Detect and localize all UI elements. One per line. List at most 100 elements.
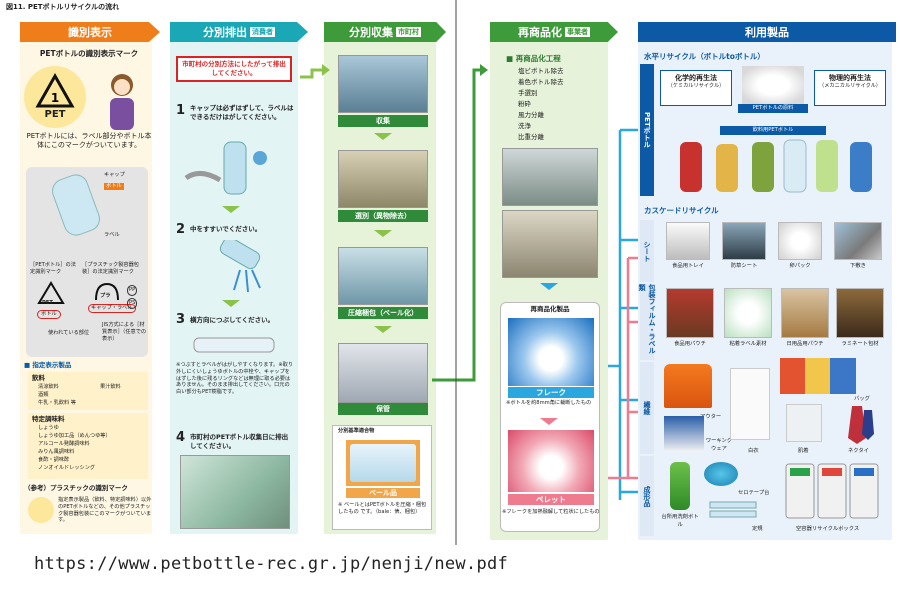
process-3: 粉砕	[518, 100, 531, 108]
crush-illustration	[184, 330, 292, 360]
tape-dispenser-icon	[704, 462, 738, 486]
pet-mark-label: PET	[44, 109, 66, 120]
process-1: 着色ボトル除去	[518, 78, 564, 86]
pellet-label: ペレット	[508, 494, 594, 505]
product-underwear: 肌着	[798, 448, 809, 454]
collect-photo	[338, 55, 428, 113]
step-storage-label: 保管	[338, 403, 428, 415]
cat1-extra: 果汁飲料	[100, 384, 121, 390]
process-0: 塩ビボトル除去	[518, 67, 564, 75]
sort-photo	[338, 150, 428, 208]
bottle-label-label: ラベル	[104, 232, 120, 238]
flow-arrow	[374, 133, 392, 140]
pellet-note: ※フレークを加熱融解して粒状にしたもの	[502, 509, 600, 515]
chem-box: 化学的再生法 （ケミカルリサイクル）	[660, 70, 732, 106]
product-laminate: ラミネート包材	[834, 288, 886, 347]
product-detergent: 台所用洗剤ボトル	[661, 514, 699, 528]
collection-day-photo	[180, 455, 290, 529]
flow-arrow	[540, 283, 558, 290]
source-url: https://www.petbottle-rec.gr.jp/nenji/ne…	[34, 554, 509, 574]
cat1-title: 飲料	[32, 374, 45, 382]
step-compress-label: 圧縮梱包（ベール化）	[338, 307, 428, 319]
process-title: ■ 再商品化工程	[506, 54, 561, 63]
plant-photo-2	[502, 210, 598, 278]
compress-photo	[338, 247, 428, 305]
mech-sub: （メカニカルリサイクル）	[819, 83, 881, 90]
process-2: 手選別	[518, 89, 538, 97]
mark2-sub: キャップ・ラベル	[88, 304, 136, 313]
reprocess-sub: 事業者	[565, 27, 590, 37]
pellet-image	[508, 430, 594, 492]
pet-bottle-mark-icon	[36, 280, 66, 310]
mech-label: 物理的再生法	[829, 74, 871, 82]
flow-arrow	[222, 206, 240, 213]
raw-material-image	[742, 66, 804, 104]
mark-title: PETボトルの識別表示マーク	[39, 49, 139, 58]
process-4: 風力分離	[518, 111, 544, 119]
discharge-note: ※つぶすとラベルがはがしやすくなります。※取り外しにくいしょうゆボトルの中栓や、…	[176, 362, 294, 395]
products-title-4: 再商品化製品	[530, 305, 570, 313]
product-underlay: 下敷き	[832, 222, 884, 269]
cat2-item-2: アルコール発酵調味料	[38, 441, 90, 447]
product-workwear: ワーキングウェア	[705, 438, 733, 452]
step-sort-label: 選別（異物除去）	[338, 210, 428, 222]
side-fiber: 繊維	[640, 362, 654, 454]
step-collect-label: 収集	[338, 115, 428, 127]
bale-note: ※ ベールとはPETボトルを圧縮・梱包したもの です。（bale：俵、梱包）	[338, 502, 427, 515]
cat2-title: 特定調味料	[32, 415, 65, 423]
product-ruler: 定規	[752, 526, 763, 532]
header-collection: 分別収集市町村	[324, 22, 446, 42]
bale-label: ベール品	[346, 488, 420, 498]
flow-arrow	[374, 326, 392, 333]
storage-photo	[338, 343, 428, 403]
product-outerwear: アウター	[700, 414, 722, 420]
raw-material-label: PETボトルの原料	[738, 104, 808, 113]
discharge-sub: 消費者	[250, 27, 275, 37]
step4-number: 4	[176, 430, 186, 445]
mark1-sub: ボトル	[37, 310, 61, 319]
beverage-box	[28, 372, 148, 410]
product-food-pouch: 食品用パウチ	[664, 288, 716, 347]
collection-sub: 市町村	[396, 27, 421, 37]
mark2-caption: ［プラスチック製容器包装］の法定識別マーク	[82, 262, 139, 275]
flake-image	[508, 318, 594, 386]
ruler-icon	[708, 500, 758, 520]
product-label-material: 粘着ラベル素材	[722, 288, 774, 347]
ps-label: PS	[127, 298, 138, 309]
used-parts: 使われている部位	[48, 330, 90, 336]
flow-arrow	[374, 230, 392, 237]
products-title: ■ 指定表示製品	[24, 361, 72, 369]
cascade-title: カスケードリサイクル	[644, 206, 719, 215]
woman-illustration	[100, 70, 144, 130]
side-pet-bottle: PETボトル	[640, 64, 654, 196]
detergent-bottle-icon	[670, 462, 690, 510]
header-products: 利用製品	[638, 22, 896, 42]
cat1-item-2: 牛乳・乳飲料 等	[38, 400, 76, 406]
product-food-tray: 食品用トレイ	[664, 222, 712, 269]
cat2-item-3: みりん風調味料	[38, 449, 75, 455]
tie-icon	[838, 404, 878, 444]
horizontal-title: 水平リサイクル（ボトルtoボトル）	[644, 52, 765, 61]
outerwear-icon	[664, 364, 712, 408]
product-weed-sheet: 防草シート	[720, 222, 768, 269]
step1-text: キャップは必ずはずして、ラベルはできるだけはがしてください。	[190, 104, 294, 121]
flow-arrow	[222, 300, 240, 307]
bags-icon	[780, 358, 856, 394]
plastic-ref-icon	[28, 497, 54, 523]
chem-sub: （ケミカルリサイクル）	[667, 83, 725, 90]
product-tie: ネクタイ	[848, 448, 869, 454]
bale-image	[346, 440, 420, 486]
discharge-notice: 市町村の分別方法にしたがって排出してください。	[176, 56, 292, 82]
product-labcoat: 白衣	[748, 448, 759, 454]
mark1-word: PET	[42, 300, 53, 306]
step3-text: 横方向につぶしてください。	[190, 316, 275, 324]
product-daily-pouch: 日用品用パウチ	[778, 288, 832, 347]
cat2-item-1: しょうゆ加工品（めんつゆ等）	[38, 433, 111, 439]
seasoning-box	[28, 413, 148, 479]
cat2-item-5: ノンオイルドレッシング	[38, 465, 96, 471]
product-tape-dispenser: セロテープ台	[738, 490, 770, 496]
bottle-body-label: ボトル	[104, 183, 124, 190]
recycle-box-icon	[784, 460, 880, 520]
bottle-cap-label: キャップ	[104, 172, 125, 178]
product-egg-pack: 卵パック	[776, 222, 824, 269]
